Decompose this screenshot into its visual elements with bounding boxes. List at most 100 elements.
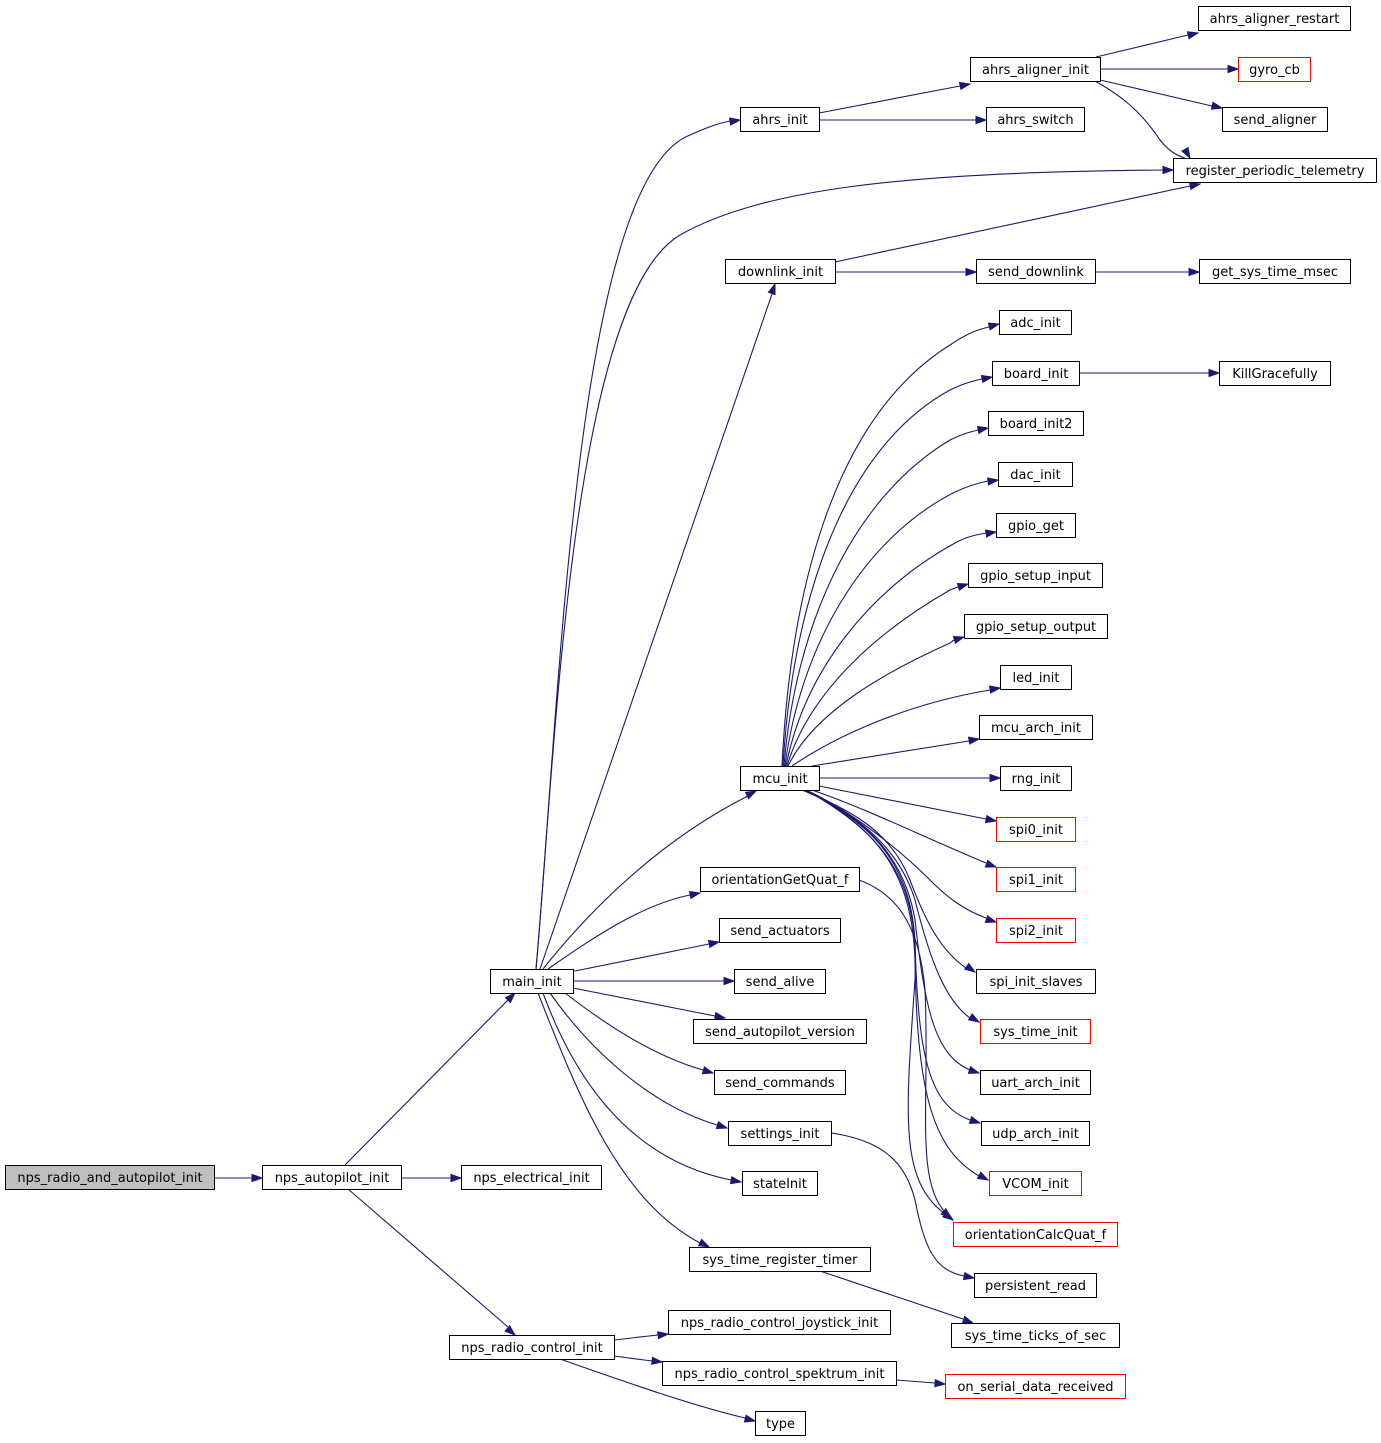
node-salive[interactable]: send_alive [734, 969, 826, 994]
node-root[interactable]: nps_radio_and_autopilot_init [5, 1165, 215, 1190]
edge-line [613, 1334, 659, 1341]
arrowhead [989, 773, 1002, 783]
node-oquat[interactable]: orientationGetQuat_f [700, 867, 860, 892]
node-rng[interactable]: rng_init [1000, 766, 1072, 791]
node-rc[interactable]: nps_radio_control_init [449, 1335, 615, 1360]
node-box [953, 1222, 1118, 1247]
edge-line [801, 789, 967, 969]
node-adc[interactable]: adc_init [999, 310, 1072, 335]
arrowhead [984, 529, 998, 538]
node-led[interactable]: led_init [1000, 665, 1072, 690]
node-label: ahrs_aligner_init [982, 63, 1089, 78]
node-label: ahrs_aligner_restart [1210, 12, 1340, 27]
node-ticks[interactable]: sys_time_ticks_of_sec [951, 1323, 1120, 1348]
node-spi1[interactable]: spi1_init [996, 867, 1076, 892]
arrowhead [1210, 101, 1224, 110]
node-regtel[interactable]: register_periodic_telemetry [1173, 158, 1377, 183]
edge-line [811, 789, 987, 864]
arrowhead [450, 1173, 463, 1183]
node-gout[interactable]: gpio_setup_output [964, 614, 1108, 639]
node-spislaves[interactable]: spi_init_slaves [976, 969, 1096, 994]
node-box [964, 614, 1108, 639]
node-downlink[interactable]: downlink_init [725, 259, 836, 284]
node-board[interactable]: board_init [992, 361, 1080, 386]
node-mcu[interactable]: mcu_init [740, 766, 820, 791]
node-gin[interactable]: gpio_setup_input [968, 563, 1103, 588]
arrowhead [961, 1315, 975, 1324]
node-ocalc[interactable]: orientationCalcQuat_f [953, 1222, 1118, 1247]
node-dac[interactable]: dac_init [998, 462, 1073, 487]
node-udp[interactable]: udp_arch_init [981, 1121, 1090, 1146]
call-edges [214, 31, 1240, 1423]
node-spi2[interactable]: spi2_init [996, 918, 1076, 943]
arrowhead [729, 1176, 743, 1185]
edge-line [1094, 80, 1186, 159]
node-serial[interactable]: on_serial_data_received [945, 1374, 1126, 1399]
edge-mcu-to-uart [803, 789, 981, 1074]
node-spi0[interactable]: spi0_init [996, 817, 1076, 842]
node-spek[interactable]: nps_radio_control_spektrum_init [662, 1361, 897, 1386]
arrowhead [744, 790, 758, 800]
arrowhead [984, 914, 998, 924]
node-label: send_aligner [1234, 113, 1317, 128]
node-persist[interactable]: persistent_read [974, 1273, 1097, 1298]
node-restart[interactable]: ahrs_aligner_restart [1198, 6, 1351, 31]
edge-line [805, 789, 980, 1177]
arrowhead [1227, 64, 1240, 74]
edge-line [1095, 34, 1189, 58]
edge-main-to-downlink [539, 282, 776, 970]
arrowhead [504, 1324, 517, 1336]
edge-mcu-to-spi2 [805, 789, 998, 924]
arrowhead [657, 1331, 670, 1340]
node-label: spi1_init [1009, 873, 1063, 888]
edge-line [818, 85, 961, 114]
node-aswitch[interactable]: ahrs_switch [986, 107, 1085, 132]
node-getms[interactable]: get_sys_time_msec [1199, 259, 1351, 284]
node-board2[interactable]: board_init2 [988, 411, 1084, 436]
node-gget[interactable]: gpio_get [996, 513, 1076, 538]
node-main[interactable]: main_init [490, 969, 574, 994]
node-state[interactable]: stateInit [742, 1171, 818, 1196]
node-label: persistent_read [985, 1279, 1086, 1294]
node-vcom[interactable]: VCOM_init [989, 1171, 1082, 1196]
arrowhead [728, 117, 742, 126]
edge-line [782, 378, 983, 767]
node-systime[interactable]: sys_time_init [980, 1019, 1091, 1044]
node-joy[interactable]: nps_radio_control_joystick_init [668, 1310, 891, 1335]
arrowhead [1188, 181, 1202, 191]
edge-line [786, 586, 959, 767]
node-uart[interactable]: uart_arch_init [980, 1070, 1091, 1095]
node-scmd[interactable]: send_commands [714, 1070, 846, 1095]
node-kill[interactable]: KillGracefully [1219, 361, 1331, 386]
node-label: downlink_init [738, 265, 823, 280]
node-box [976, 259, 1096, 284]
node-gyro[interactable]: gyro_cb [1238, 57, 1311, 82]
edge-line [549, 992, 718, 1126]
node-box [461, 1165, 602, 1190]
node-box [992, 361, 1080, 386]
node-sysreg[interactable]: sys_time_register_timer [689, 1247, 871, 1272]
node-saligner[interactable]: send_aligner [1222, 107, 1328, 132]
node-autopilot[interactable]: nps_autopilot_init [262, 1165, 402, 1190]
node-sact[interactable]: send_actuators [719, 918, 841, 943]
arrowhead [743, 1414, 757, 1423]
node-label: send_actuators [730, 924, 830, 939]
node-ahrs[interactable]: ahrs_init [740, 107, 820, 132]
node-electrical[interactable]: nps_electrical_init [461, 1165, 602, 1190]
node-box [693, 1019, 867, 1044]
node-aligner[interactable]: ahrs_aligner_init [970, 57, 1101, 82]
edge-mcu-to-gin [786, 582, 970, 767]
node-label: ahrs_init [752, 113, 807, 128]
node-mcuarch[interactable]: mcu_arch_init [979, 715, 1093, 740]
node-type[interactable]: type [755, 1411, 806, 1436]
node-box [980, 1070, 1091, 1095]
edge-mcu-to-board [782, 374, 994, 767]
node-sapv[interactable]: send_autopilot_version [693, 1019, 867, 1044]
node-sdown[interactable]: send_downlink [976, 259, 1096, 284]
node-settings[interactable]: settings_init [728, 1121, 832, 1146]
edge-line [781, 326, 990, 767]
edge-autopilot-to-electrical [401, 1173, 463, 1183]
edge-mcu-to-adc [781, 322, 1001, 767]
node-box [449, 1335, 615, 1360]
